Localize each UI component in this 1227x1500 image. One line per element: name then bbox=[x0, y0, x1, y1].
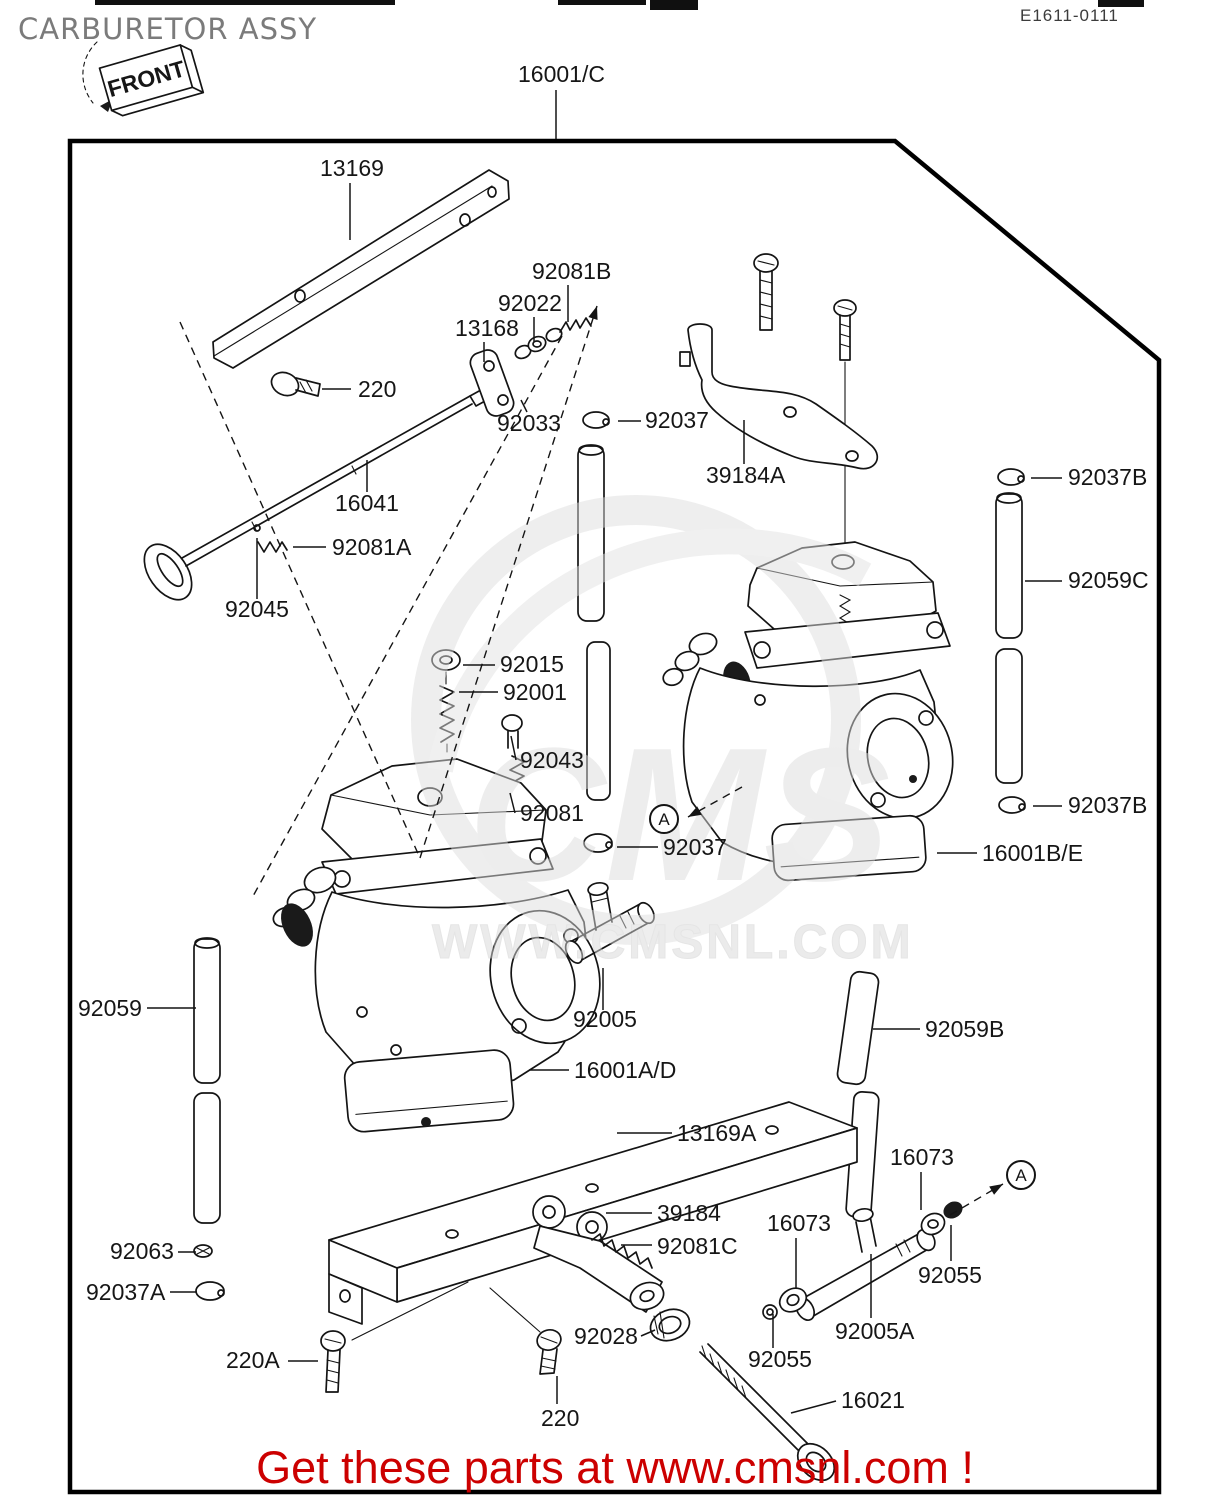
part-label: 92045 bbox=[225, 596, 289, 622]
circled-reference-marker: A bbox=[649, 804, 679, 834]
part-label: 16021 bbox=[841, 1387, 905, 1413]
bracket-39184 bbox=[532, 1195, 665, 1313]
front-badge: FRONT bbox=[82, 41, 205, 117]
bracket-39184A bbox=[679, 323, 878, 470]
watermark-url-text: WWW.CMSNL.COM bbox=[432, 916, 914, 969]
part-label: 92037B bbox=[1068, 792, 1147, 818]
part-label: 220A bbox=[226, 1347, 280, 1373]
part-label: 92037B bbox=[1068, 464, 1147, 490]
leader-line bbox=[790, 1400, 837, 1414]
dashed-reference-line bbox=[687, 786, 743, 818]
part-label: 92005 bbox=[573, 1006, 637, 1032]
clamp-92037B-bottom bbox=[998, 796, 1026, 814]
part-label: 92028 bbox=[574, 1323, 638, 1349]
part-label: 92022 bbox=[498, 290, 562, 316]
fitting-92005A bbox=[762, 1201, 963, 1321]
mounting-bar-13169 bbox=[212, 169, 510, 369]
right-carburetor-drawing bbox=[662, 541, 954, 882]
arrowhead-icon bbox=[588, 306, 598, 320]
part-label: 92005A bbox=[835, 1318, 915, 1344]
part-label: 16073 bbox=[767, 1210, 831, 1236]
part-label: 92081 bbox=[520, 800, 584, 826]
screw-220-bottom bbox=[536, 1329, 562, 1375]
vent-tube-92059 bbox=[193, 937, 221, 1224]
part-label: 13168 bbox=[455, 315, 519, 341]
arrowhead-icon bbox=[688, 806, 702, 817]
clamp-92037A bbox=[195, 1281, 225, 1301]
diagram-frame bbox=[67, 138, 1162, 1495]
part-label: 92037 bbox=[663, 834, 727, 860]
screw-top-1 bbox=[753, 253, 779, 331]
nut-92028 bbox=[649, 1308, 691, 1342]
part-label: 16001A/D bbox=[574, 1057, 676, 1083]
mounting-bar-13169A bbox=[328, 1101, 858, 1341]
scan-artifacts bbox=[95, 0, 1144, 10]
part-label: 13169 bbox=[320, 155, 384, 181]
part-label: 39184A bbox=[706, 462, 786, 488]
part-label: 92043 bbox=[520, 747, 584, 773]
watermark-logo-text: CMS bbox=[468, 709, 890, 921]
svg-text:A: A bbox=[658, 810, 670, 829]
vent-tube-92059C bbox=[995, 492, 1023, 784]
clamp-92037B-top bbox=[997, 468, 1025, 486]
part-label: 92081C bbox=[657, 1233, 738, 1259]
leader-line bbox=[509, 792, 516, 814]
part-label: 92033 bbox=[497, 410, 561, 436]
leader-line bbox=[520, 399, 528, 413]
watermark: CMS WWW.CMSNL.COM bbox=[411, 495, 914, 970]
vent-tube-92059B bbox=[836, 970, 880, 1219]
part-label: 92001 bbox=[503, 679, 567, 705]
part-label: 16001/C bbox=[518, 61, 605, 87]
part-label: 13169A bbox=[677, 1120, 757, 1146]
clamp-92037-mid bbox=[583, 833, 613, 853]
circled-reference-marker: A bbox=[1006, 1160, 1036, 1190]
leader-line bbox=[510, 735, 517, 761]
screw-92063 bbox=[193, 1244, 213, 1258]
leader-lines bbox=[147, 90, 1062, 1414]
shaft-link-washers bbox=[469, 317, 592, 417]
part-label: 92037A bbox=[86, 1279, 166, 1305]
part-label: 39184 bbox=[657, 1200, 721, 1226]
bolt-220-top bbox=[270, 371, 321, 397]
arrowhead-icon bbox=[989, 1184, 1003, 1195]
part-label: 92037 bbox=[645, 407, 709, 433]
screw-spring-92043-92081 bbox=[501, 714, 525, 798]
part-label: 92059B bbox=[925, 1016, 1004, 1042]
footer-ad-link[interactable]: Get these parts at www.cmsnl.com ! bbox=[256, 1442, 974, 1493]
part-label: 92059C bbox=[1068, 567, 1149, 593]
part-label: 92055 bbox=[748, 1346, 812, 1372]
part-label: 92081B bbox=[532, 258, 611, 284]
dashed-reference-line bbox=[251, 335, 563, 899]
leader-line bbox=[640, 1329, 656, 1337]
part-label: 92059 bbox=[78, 995, 142, 1021]
part-label: 220 bbox=[541, 1405, 579, 1431]
choke-rod-16041 bbox=[143, 384, 497, 601]
part-label: 16073 bbox=[890, 1144, 954, 1170]
part-label: 92063 bbox=[110, 1238, 174, 1264]
page-title: CARBURETOR ASSY bbox=[18, 12, 318, 46]
part-label: 16001B/E bbox=[982, 840, 1083, 866]
dashed-reference-line bbox=[419, 305, 598, 859]
part-label: 16041 bbox=[335, 490, 399, 516]
part-label: 92055 bbox=[918, 1262, 982, 1288]
clamp-92037-top bbox=[582, 411, 610, 429]
part-label: 92015 bbox=[500, 651, 564, 677]
svg-text:A: A bbox=[1015, 1166, 1027, 1185]
part-label: 92081A bbox=[332, 534, 412, 560]
bolt-16021 bbox=[699, 1343, 836, 1482]
part-label: 220 bbox=[358, 376, 396, 402]
dashed-reference-line bbox=[949, 1183, 1004, 1216]
screw-220A bbox=[320, 1330, 346, 1393]
doc-code: E1611-0111 bbox=[1020, 6, 1119, 25]
spring-92081C bbox=[591, 1233, 653, 1269]
